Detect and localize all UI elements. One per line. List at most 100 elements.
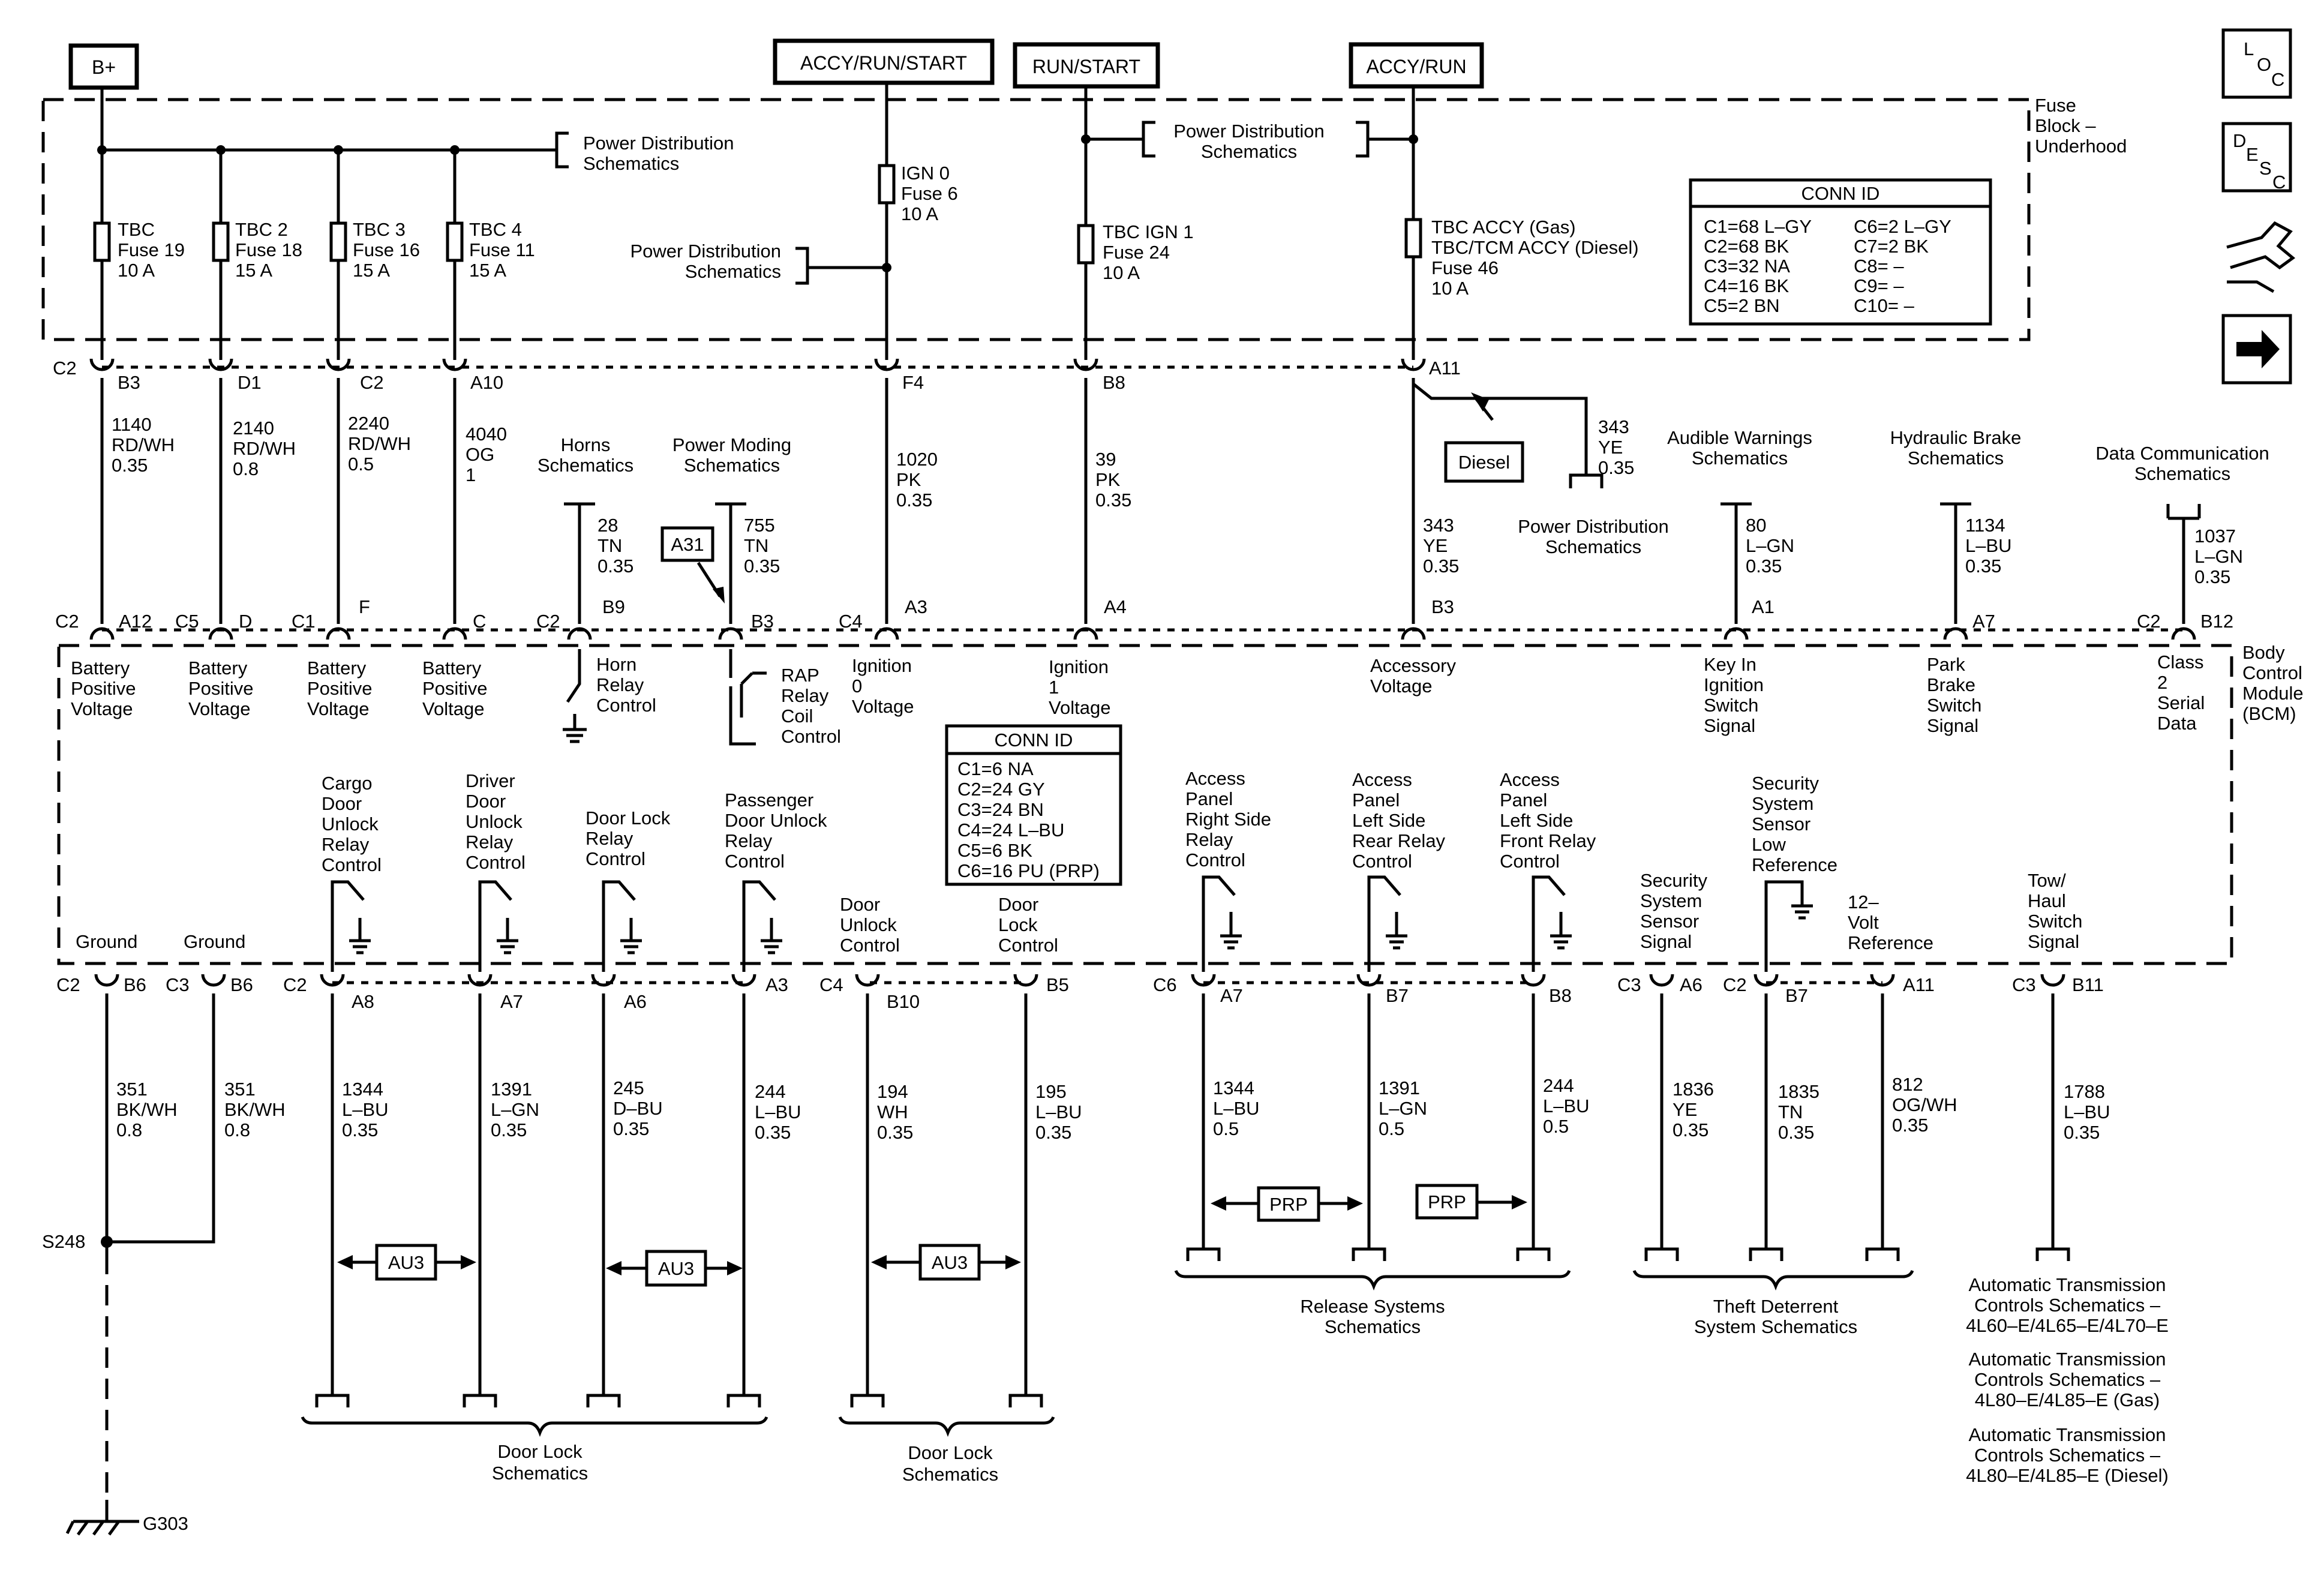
diagram-label: Signal <box>1640 931 1692 952</box>
diagram-label: Door <box>322 793 362 814</box>
diagram-label: Panel <box>1500 789 1547 810</box>
diagram-label: Relay <box>781 685 829 706</box>
bcm-conn-id-table: CONN ID C1=6 NA C2=24 GY C3=24 BN C4=24 … <box>945 724 1122 886</box>
diagram-label: C1 <box>292 611 316 632</box>
diagram-label: Brake <box>1927 674 1975 695</box>
diagram-label: 4040 <box>466 424 507 445</box>
pd-diesel-1: Power Distribution <box>1518 516 1669 537</box>
fuse-conn-id-title: CONN ID <box>1801 183 1880 204</box>
diagram-label: AU3 <box>658 1258 694 1279</box>
bcm-label-1: Body <box>2242 642 2285 663</box>
diagram-label: A7 <box>500 991 523 1012</box>
splice-label: S248 <box>42 1231 85 1252</box>
diagram-label: 0.35 <box>744 556 780 577</box>
loc-icon[interactable]: L O C <box>2221 28 2292 99</box>
fuse-pin-b8: B8 <box>1103 372 1125 393</box>
b-plus-label: B+ <box>92 56 116 78</box>
diagram-label: 4L80–E/4L85–E (Gas) <box>1975 1389 2160 1410</box>
diagram-label: 755 <box>744 515 775 536</box>
diagram-label: Controls Schematics – <box>1974 1295 2161 1316</box>
diagram-label: YE <box>1598 437 1623 458</box>
diagram-label: A6 <box>1680 974 1703 995</box>
diagram-label: B11 <box>2072 974 2104 995</box>
fuse-block-conn-id-table: CONN ID C1=68 L–GY C2=68 BK C3=32 NA C4=… <box>1689 178 1992 326</box>
fuse-18-name: TBC 2 <box>235 219 288 240</box>
diagram-label: Access <box>1352 769 1412 790</box>
diagram-label: 0.5 <box>1213 1118 1239 1139</box>
diagram-label: Panel <box>1185 788 1233 809</box>
diagram-label: Right Side <box>1185 809 1271 830</box>
diagram-label: 0.35 <box>877 1122 913 1143</box>
diagram-label: Access <box>1500 769 1560 790</box>
diagram-label: 0.35 <box>342 1119 378 1140</box>
diagram-label: System <box>1640 890 1702 911</box>
auto-trans-refs: Automatic Transmission Controls Schemati… <box>1966 1274 2169 1486</box>
diagram-label: Battery <box>188 658 248 679</box>
door-lock-ref-2a: Door Lock <box>908 1442 993 1463</box>
diagram-label: Passenger <box>725 789 813 810</box>
diagram-label: B3 <box>751 611 774 632</box>
diagram-label: 343 <box>1598 416 1629 437</box>
diagram-label: RD/WH <box>233 438 296 459</box>
diagram-label: C2 <box>55 611 79 632</box>
diagram-label: TN <box>597 535 622 556</box>
diagram-label: 194 <box>877 1081 908 1102</box>
diagram-label: 0.35 <box>491 1119 527 1140</box>
prp-option-2: PRP <box>1415 1184 1527 1220</box>
diagram-label: 0.8 <box>224 1119 250 1140</box>
diagram-label: Control <box>725 851 785 872</box>
diagram-label: Relay <box>585 828 633 849</box>
diagram-label: Switch <box>2028 911 2082 932</box>
door-lock-ref-1b: Schematics <box>492 1463 588 1484</box>
wrench-icon[interactable] <box>2226 221 2296 293</box>
upper-wire-set: Diesel Power Distribution Schematics Hor… <box>100 378 2269 624</box>
diagram-label: 0.8 <box>233 458 259 479</box>
diagram-label: Signal <box>1927 715 1978 736</box>
ground-label: G303 <box>143 1513 188 1534</box>
diagram-label: Control <box>466 852 526 873</box>
power-source-accy-run: ACCY/RUN <box>1349 42 1484 89</box>
diagram-label: C1=6 NA <box>957 758 1034 779</box>
fuse-6-number: Fuse 6 <box>901 183 958 204</box>
pd-right-2: Schematics <box>1201 141 1297 162</box>
fuse-19 <box>93 221 111 262</box>
door-lock-ref-2b: Schematics <box>902 1464 998 1485</box>
diagram-label: Lock <box>998 914 1038 935</box>
diagram-label: L–BU <box>1543 1095 1590 1116</box>
fuse-46-name-gas: TBC ACCY (Gas) <box>1431 217 1576 238</box>
fuse-block-label-1: Fuse <box>2035 95 2076 116</box>
pd-mid-1: Power Distribution <box>630 241 781 262</box>
desc-icon[interactable]: D E S C <box>2221 122 2292 193</box>
bcm-bottom-labels: Ground Ground CargoDoorUnlockRelayContro… <box>76 768 2082 956</box>
accy-run-start-label: ACCY/RUN/START <box>800 52 967 74</box>
diagram-label: 0.35 <box>2194 566 2230 587</box>
diagram-label: RD/WH <box>112 434 175 455</box>
diagram-label: L–BU <box>342 1099 389 1120</box>
diagram-label: Data <box>2157 713 2197 734</box>
splice-s248 <box>101 1236 113 1248</box>
fuse-46-rating: 10 A <box>1431 278 1469 299</box>
pd-top-2: Schematics <box>583 153 679 174</box>
diagram-label: Automatic Transmission <box>1968 1274 2166 1295</box>
diagram-label: Control <box>781 726 841 747</box>
diagram-label: 0.5 <box>1543 1116 1569 1137</box>
diagram-label: 2240 <box>348 413 389 434</box>
diagram-label: Front Relay <box>1500 830 1596 851</box>
diagram-label: Automatic Transmission <box>1968 1424 2166 1445</box>
fuse-46-number: Fuse 46 <box>1431 257 1499 278</box>
diagram-label: WH <box>877 1101 908 1122</box>
diagram-label: A3 <box>905 596 927 617</box>
diagram-label: B12 <box>2200 611 2233 632</box>
diagram-label: Door <box>840 894 880 915</box>
diagram-label: Voltage <box>1049 697 1110 718</box>
diagram-label: 1835 <box>1778 1081 1819 1102</box>
fuse-conn-c4: C4=16 BK <box>1704 275 1789 296</box>
fuse-6 <box>878 164 896 205</box>
arrow-right-icon[interactable] <box>2221 314 2292 385</box>
fuse-conn-c1: C1=68 L–GY <box>1704 216 1812 237</box>
